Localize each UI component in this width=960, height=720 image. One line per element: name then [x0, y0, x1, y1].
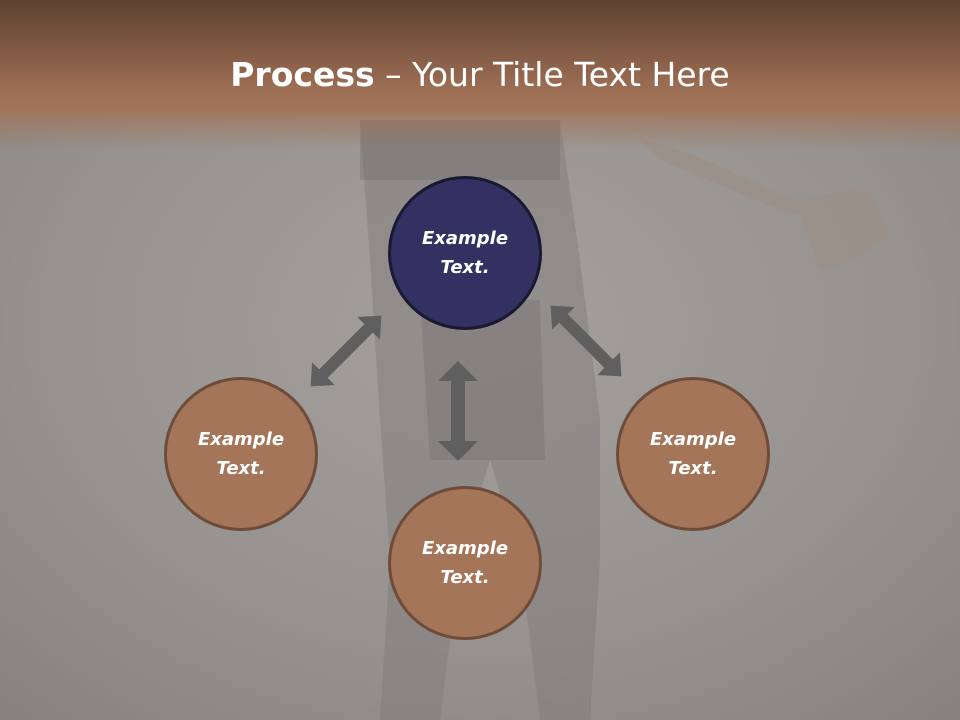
node-label-line1: Example	[421, 228, 509, 249]
title-bar	[0, 0, 960, 150]
right-node: Example Text.	[616, 377, 770, 531]
node-label-line1: Example	[197, 429, 285, 450]
left-node: Example Text.	[164, 377, 318, 531]
title-bold-text: Process	[230, 55, 375, 94]
center-node-label: Example Text.	[422, 224, 508, 282]
bottom-node-label: Example Text.	[422, 534, 508, 592]
double-arrow-vertical	[438, 361, 478, 461]
node-label-line2: Text.	[440, 567, 490, 588]
center-node: Example Text.	[388, 176, 542, 330]
slide-title: Process – Your Title Text Here	[0, 52, 960, 98]
node-label-line1: Example	[421, 538, 509, 559]
right-node-label: Example Text.	[650, 425, 736, 483]
node-label-line2: Text.	[668, 458, 718, 479]
title-separator: –	[374, 55, 413, 94]
node-label-line2: Text.	[440, 257, 490, 278]
title-rest-text: Your Title Text Here	[412, 55, 730, 94]
node-label-line2: Text.	[216, 458, 266, 479]
bottom-node: Example Text.	[388, 486, 542, 640]
double-arrow-left	[310, 315, 382, 387]
node-label-line1: Example	[649, 429, 737, 450]
left-node-label: Example Text.	[198, 425, 284, 483]
double-arrow-right	[550, 305, 622, 377]
